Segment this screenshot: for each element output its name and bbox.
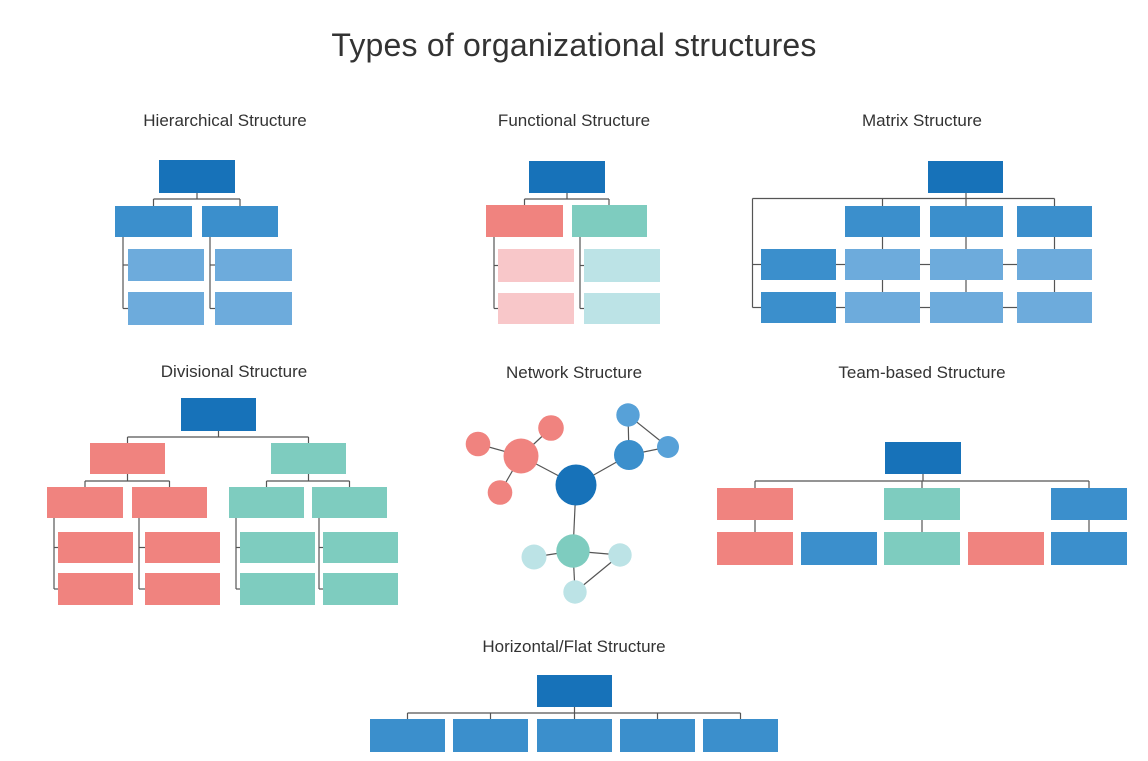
network-node [503, 438, 539, 474]
network-node [556, 534, 590, 568]
org-box [312, 487, 387, 518]
org-box [145, 532, 220, 563]
diagram-functional [486, 161, 660, 324]
network-node [614, 440, 644, 470]
diagram-title-divisional: Divisional Structure [160, 362, 308, 381]
org-box [572, 205, 647, 237]
diagram-network [465, 403, 679, 604]
org-box [1051, 532, 1127, 565]
org-box [584, 249, 660, 282]
org-box [1017, 249, 1092, 280]
org-box [115, 206, 192, 237]
diagram-title-matrix: Matrix Structure [862, 111, 982, 130]
org-box [323, 532, 398, 563]
org-box [801, 532, 877, 565]
org-box [202, 206, 278, 237]
network-node [487, 480, 513, 505]
diagram-hierarchical [115, 160, 292, 325]
org-box [271, 443, 346, 474]
org-box [159, 160, 235, 193]
org-box [240, 532, 315, 563]
org-box [145, 573, 220, 605]
org-box [930, 249, 1003, 280]
org-box [453, 719, 528, 752]
org-box [370, 719, 445, 752]
org-box [930, 206, 1003, 237]
org-box [537, 719, 612, 752]
org-box [930, 292, 1003, 323]
org-box [1017, 206, 1092, 237]
org-box [717, 488, 793, 520]
network-node [555, 464, 597, 506]
org-box [181, 398, 256, 431]
org-box [128, 249, 204, 281]
diagram-matrix [751, 161, 1092, 323]
org-box [1051, 488, 1127, 520]
org-box [47, 487, 123, 518]
org-box [884, 488, 960, 520]
network-node [616, 403, 640, 427]
network-node [608, 543, 632, 567]
network-node [538, 415, 564, 441]
org-box [90, 443, 165, 474]
org-box [498, 249, 574, 282]
org-box [703, 719, 778, 752]
org-box [529, 161, 605, 193]
network-node [657, 436, 679, 458]
diagram-divisional [47, 398, 398, 605]
org-box [498, 293, 574, 324]
org-box [58, 532, 133, 563]
org-box [845, 249, 920, 280]
org-box [537, 675, 612, 707]
org-box [229, 487, 304, 518]
network-node [465, 431, 491, 457]
org-box [884, 532, 960, 565]
network-node [563, 580, 587, 604]
diagram-horizontal-flat [370, 675, 778, 752]
diagram-team-based [717, 442, 1127, 565]
org-box [1017, 292, 1092, 323]
diagram-title-network: Network Structure [505, 363, 643, 382]
org-box [928, 161, 1003, 193]
org-box [240, 573, 315, 605]
org-box [215, 249, 292, 281]
org-box [58, 573, 133, 605]
diagram-title-hierarchical: Hierarchical Structure [143, 111, 307, 130]
org-box [845, 206, 920, 237]
org-box [885, 442, 961, 474]
org-box [845, 292, 920, 323]
page-title: Types of organizational structures [331, 27, 817, 63]
org-box [215, 292, 292, 325]
org-box [584, 293, 660, 324]
org-box [761, 292, 836, 323]
org-box [486, 205, 563, 237]
org-box [968, 532, 1044, 565]
org-box [132, 487, 207, 518]
org-box [620, 719, 695, 752]
diagram-title-horizontal-flat: Horizontal/Flat Structure [482, 637, 666, 656]
org-box [717, 532, 793, 565]
org-box [323, 573, 398, 605]
diagram-title-team-based: Team-based Structure [838, 363, 1006, 382]
org-box [761, 249, 836, 280]
network-node [521, 544, 547, 570]
org-box [128, 292, 204, 325]
diagram-title-functional: Functional Structure [497, 111, 651, 130]
